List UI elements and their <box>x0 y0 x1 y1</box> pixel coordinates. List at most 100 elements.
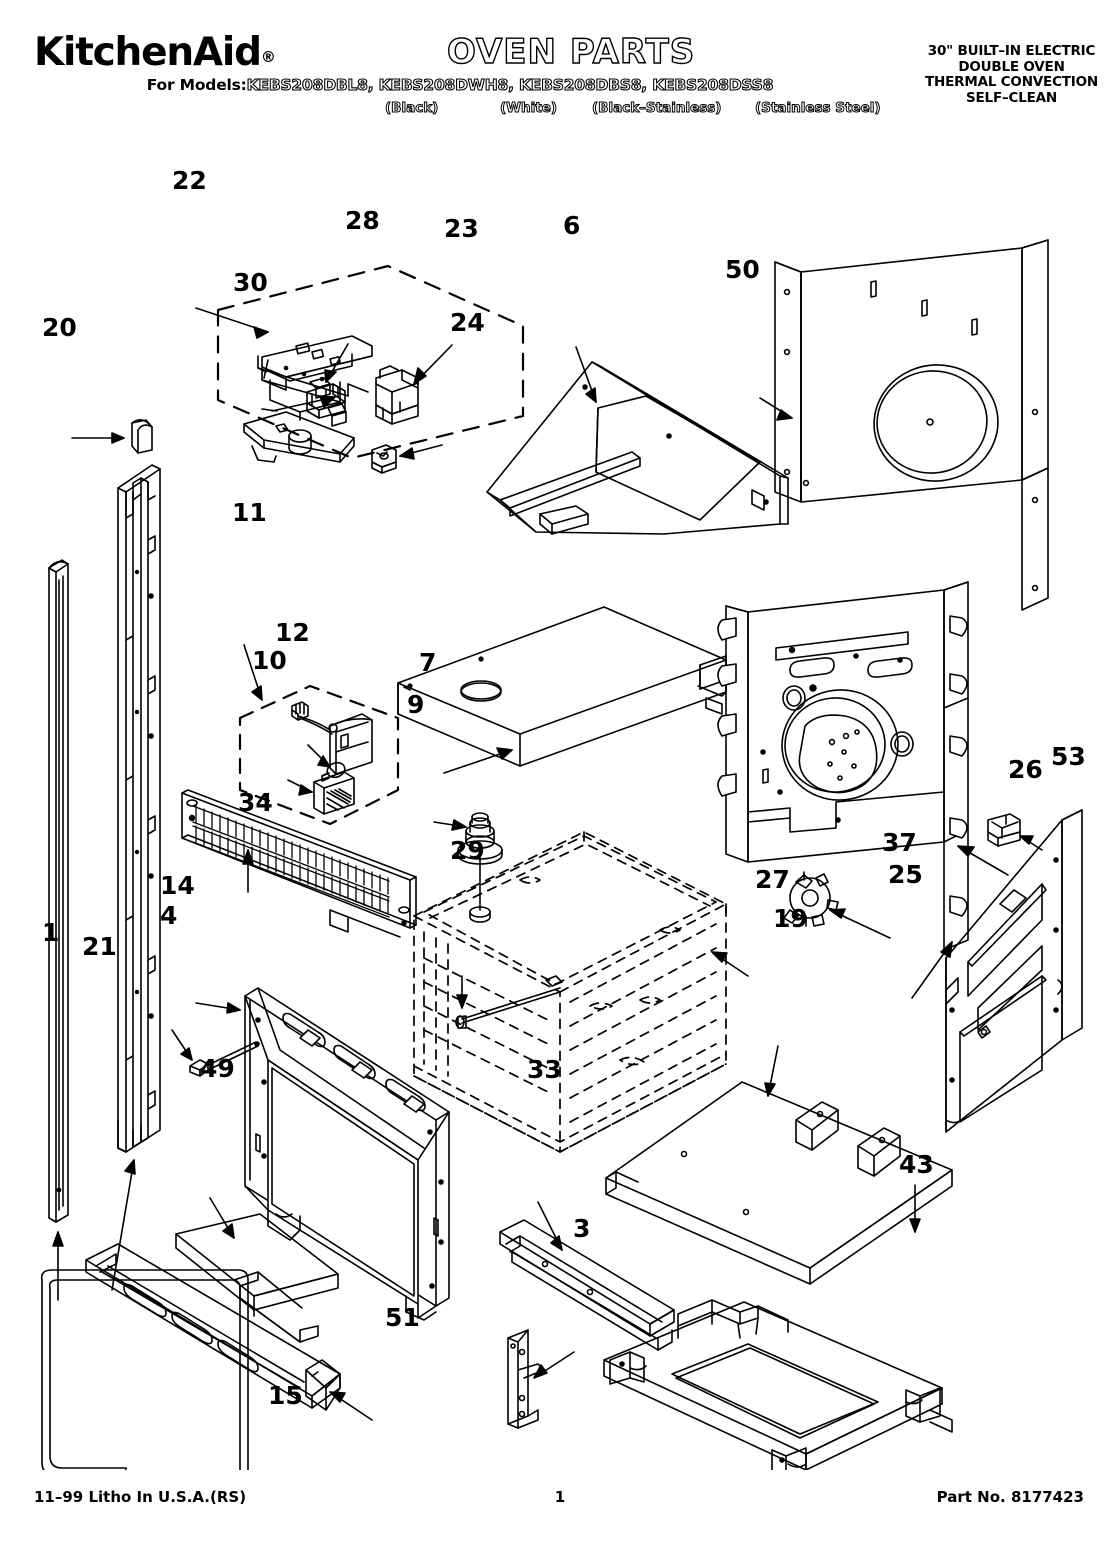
spec-line-4: SELF–CLEAN <box>966 89 1057 106</box>
callout-12: 12 <box>275 618 310 647</box>
leader-49 <box>209 1197 235 1239</box>
leader-7 <box>443 747 513 774</box>
leader-3 <box>533 1351 575 1379</box>
leader-29 <box>456 975 468 1009</box>
callout-53: 53 <box>1051 742 1086 771</box>
model-numbers: KEBS208DBL8, KEBS208DWH8, KEBS208DBS8, K… <box>246 75 774 94</box>
callout-28: 28 <box>345 206 380 235</box>
callout-4: 4 <box>160 901 178 930</box>
leader-28 <box>324 343 349 383</box>
leader-21 <box>111 1159 136 1291</box>
leader-10 <box>287 779 313 796</box>
leader-14 <box>195 1002 241 1014</box>
leader-43 <box>909 1184 921 1233</box>
part-11-lamp-assembly-box <box>238 684 400 826</box>
leader-11 <box>243 644 263 701</box>
color-label-black-stainless: (Black–Stainless) <box>591 100 722 117</box>
part-20-end-cap <box>131 419 153 454</box>
callout-34: 34 <box>238 788 273 817</box>
exploded-diagram <box>0 120 1120 1470</box>
leader-6 <box>575 346 597 403</box>
part-27-oven-cavity <box>413 831 727 1153</box>
part-4-screw <box>189 1041 260 1077</box>
part-number: Part No. 8177423 <box>936 1488 1084 1506</box>
model-list-line: For Models:KEBS208DBL8, KEBS208DWH8, KEB… <box>0 75 920 94</box>
callout-51: 51 <box>385 1303 420 1332</box>
callout-11: 11 <box>232 498 267 527</box>
kitchenaid-logo: KitchenAid® <box>34 30 276 75</box>
part-19-oven-bottom-shelf <box>605 1081 953 1285</box>
leader-26 <box>957 845 1009 876</box>
part-29-cavity-support-rod <box>455 975 563 1029</box>
page-header: KitchenAid® OVEN PARTS For Models:KEBS20… <box>0 0 1120 130</box>
callout-26: 26 <box>1008 755 1043 784</box>
callout-3: 3 <box>573 1214 591 1243</box>
callout-23: 23 <box>444 214 479 243</box>
callout-9: 9 <box>407 690 425 719</box>
models-prefix-label: For Models: <box>146 76 247 94</box>
page-footer: 11–99 Litho In U.S.A.(RS) 1 Part No. 817… <box>0 1488 1120 1528</box>
part-6-top-vent-duct <box>486 361 789 535</box>
leader-22 <box>195 307 269 339</box>
part-28-switch <box>306 383 346 419</box>
part-43-bottom-pan-frame <box>603 1299 953 1470</box>
part-10-lamp-lens <box>313 771 355 815</box>
part-23-relay-block <box>375 365 419 425</box>
part-50-rear-panel <box>774 239 1049 611</box>
part-22-control-assembly-box <box>216 264 525 460</box>
leader-19 <box>764 1045 779 1097</box>
part-37-convection-fan-motor <box>783 871 839 927</box>
callout-49: 49 <box>200 1054 235 1083</box>
part-15-door-gasket <box>40 1269 249 1470</box>
callout-43: 43 <box>899 1150 934 1179</box>
leader-23 <box>413 344 453 385</box>
leader-9 <box>433 819 467 831</box>
part-53-wire-clip <box>987 813 1021 847</box>
leader-4 <box>171 1029 193 1061</box>
part-3-mounting-bracket <box>507 1329 545 1429</box>
spec-line-2: DOUBLE OVEN <box>958 58 1065 75</box>
callout-14: 14 <box>160 871 195 900</box>
model-spec-block: 30" BUILT–IN ELECTRIC DOUBLE OVEN THERMA… <box>925 43 1098 106</box>
leader-25 <box>911 941 953 999</box>
callout-19: 19 <box>773 904 808 933</box>
part-25-side-panel <box>945 809 1083 1133</box>
part-1-side-trim-rail <box>48 559 69 1223</box>
callout-7: 7 <box>419 648 437 677</box>
callout-29: 29 <box>450 836 485 865</box>
callout-21: 21 <box>82 932 117 961</box>
leader-33 <box>537 1201 563 1251</box>
part-14-front-frame <box>244 987 450 1321</box>
callout-50: 50 <box>725 255 760 284</box>
part-21-side-frame-channel <box>117 464 161 1153</box>
color-label-black: (Black) <box>384 100 439 117</box>
spec-line-1: 30" BUILT–IN ELECTRIC <box>927 43 1096 59</box>
leader-34 <box>242 849 254 893</box>
callout-6: 6 <box>563 211 581 240</box>
callout-33: 33 <box>527 1055 562 1084</box>
leader-27 <box>711 951 749 977</box>
leader-30 <box>261 395 336 412</box>
callout-24: 24 <box>450 308 485 337</box>
callout-20: 20 <box>42 313 77 342</box>
part-26-rear-bulkhead <box>717 581 969 951</box>
callout-37: 37 <box>882 828 917 857</box>
brand-name: KitchenAid <box>34 30 262 75</box>
color-label-white: (White) <box>499 100 558 117</box>
part-30-control-bracket <box>243 335 373 463</box>
spec-line-3: THERMAL CONVECTION <box>925 74 1098 90</box>
registered-trademark-icon: ® <box>260 48 276 66</box>
page-title: OVEN PARTS <box>446 31 696 72</box>
callout-30: 30 <box>233 268 268 297</box>
leader-1 <box>52 1231 64 1301</box>
leader-20 <box>71 432 125 444</box>
page-number: 1 <box>554 1488 566 1506</box>
part-9-thermostat-knob <box>457 812 503 923</box>
callout-1: 1 <box>42 918 60 947</box>
part-lamp-lens-housing <box>328 713 373 775</box>
callout-10: 10 <box>252 646 287 675</box>
leader-37 <box>829 908 891 939</box>
leader-24 <box>399 444 443 460</box>
callout-27: 27 <box>755 865 790 894</box>
